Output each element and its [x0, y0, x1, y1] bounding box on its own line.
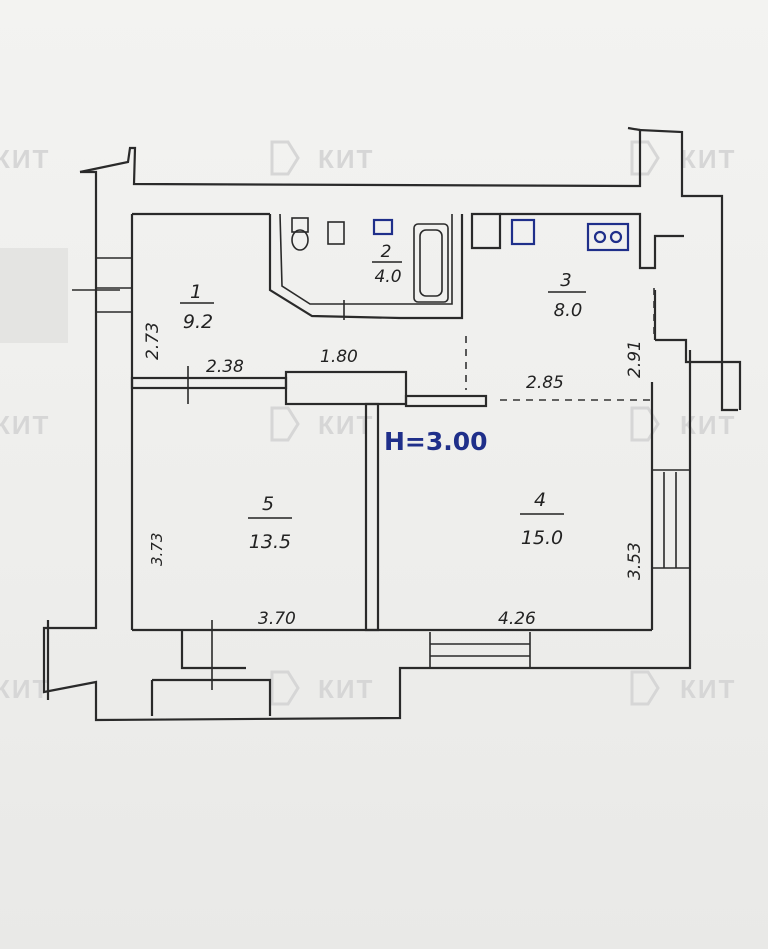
paper-shadow-box: [0, 248, 68, 343]
blue-sink-icon: [372, 218, 394, 236]
dim-label: 3.53: [625, 542, 645, 580]
room-number: 3: [560, 270, 571, 291]
left-vent-lines: [72, 257, 132, 313]
outer-walls: [42, 126, 742, 722]
room-1-label: 1 9.2: [180, 281, 214, 333]
watermark-top-right: КИТ: [630, 140, 736, 176]
dim-label: 2.73: [143, 322, 163, 360]
bathtub-icon: [413, 223, 449, 303]
ceiling-height-label: H=3.00: [384, 427, 488, 456]
window-frame-bottom: [429, 632, 531, 668]
kitchen: [510, 218, 630, 252]
bottom-window: [429, 632, 531, 668]
wall-pier: [470, 212, 502, 250]
burner-icon: [609, 230, 623, 244]
room-number: 4: [534, 489, 546, 511]
partition-right: [404, 394, 488, 408]
watermark-logo-icon: [270, 406, 300, 442]
watermark-top-left: КИТ: [0, 144, 50, 174]
watermark-top-center: КИТ: [270, 140, 374, 176]
watermark-text: КИТ: [680, 410, 736, 440]
watermark-bottom-right: КИТ: [630, 670, 736, 706]
room-2-label: 2 4.0: [372, 242, 402, 287]
vent-lines: [96, 257, 132, 313]
watermark-logo-icon: [630, 140, 660, 176]
watermark-text: КИТ: [680, 144, 736, 174]
bathtub-inner: [419, 229, 443, 297]
room-area: 8.0: [554, 300, 583, 321]
partition-left: [130, 376, 288, 390]
watermark-text: КИТ: [318, 144, 374, 174]
room-number: 1: [190, 281, 202, 303]
entry-niche: [180, 630, 246, 670]
dim-label: 2.38: [206, 357, 244, 377]
dimensions: 2.73 2.38 1.80 2.91 2.85 3.73 3.53 3.70 …: [143, 322, 645, 629]
dim-label: 2.85: [526, 373, 564, 393]
room-area: 15.0: [521, 527, 563, 549]
room-5-label: 5 13.5: [248, 493, 292, 553]
room-4-label: 4 15.0: [520, 489, 564, 549]
watermark-logo-icon: [630, 406, 660, 442]
dim-label: 2.91: [625, 340, 645, 378]
watermark-text: КИТ: [0, 144, 50, 174]
kitchen-sink-icon: [510, 218, 536, 246]
stove-icon: [586, 222, 630, 252]
partitions: [130, 288, 655, 632]
dim-label: 3.73: [148, 533, 166, 566]
watermark-middle-center: КИТ: [270, 406, 374, 442]
watermark-bottom-left: КИТ: [0, 674, 50, 704]
window-frame: [652, 469, 690, 569]
room-area: 13.5: [249, 531, 291, 553]
outer-wall-top-stub: [627, 126, 641, 132]
toilet-icon: [291, 229, 309, 251]
watermark-middle-left: КИТ: [0, 410, 50, 440]
toilet-tank-icon: [291, 217, 309, 233]
watermark-logo-icon: [270, 140, 300, 176]
room-number: 2: [381, 242, 392, 262]
watermark-text: КИТ: [318, 674, 374, 704]
room-area: 9.2: [183, 311, 213, 333]
watermark-text: КИТ: [680, 674, 736, 704]
burner-icon: [593, 230, 607, 244]
bathroom-walls: [268, 214, 464, 320]
watermark-bottom-center: КИТ: [270, 670, 374, 706]
sink-icon: [327, 221, 345, 245]
dim-label: 3.70: [258, 609, 296, 629]
outer-wall-perimeter: [42, 170, 692, 722]
room-number: 5: [262, 493, 274, 515]
watermark-text: КИТ: [0, 410, 50, 440]
watermark-text: КИТ: [0, 674, 50, 704]
entry-block: [152, 678, 272, 716]
inner-wall-top-right: [500, 212, 684, 270]
dim-label: 4.26: [498, 609, 536, 629]
watermark-middle-right: КИТ: [630, 406, 736, 442]
watermark-text: КИТ: [318, 410, 374, 440]
bathroom: [268, 213, 464, 320]
right-window: [652, 469, 690, 569]
dim-label: 1.80: [320, 347, 358, 367]
outer-wall-top: [79, 128, 738, 412]
bathroom-inner: [279, 213, 453, 305]
room-3-label: 3 8.0: [548, 270, 586, 321]
closet-block: [284, 370, 408, 406]
partition-vertical: [364, 402, 380, 632]
watermark-logo-icon: [270, 670, 300, 706]
window-niche-right: [655, 338, 742, 410]
watermark-logo-icon: [630, 670, 660, 706]
room-area: 4.0: [374, 267, 401, 287]
